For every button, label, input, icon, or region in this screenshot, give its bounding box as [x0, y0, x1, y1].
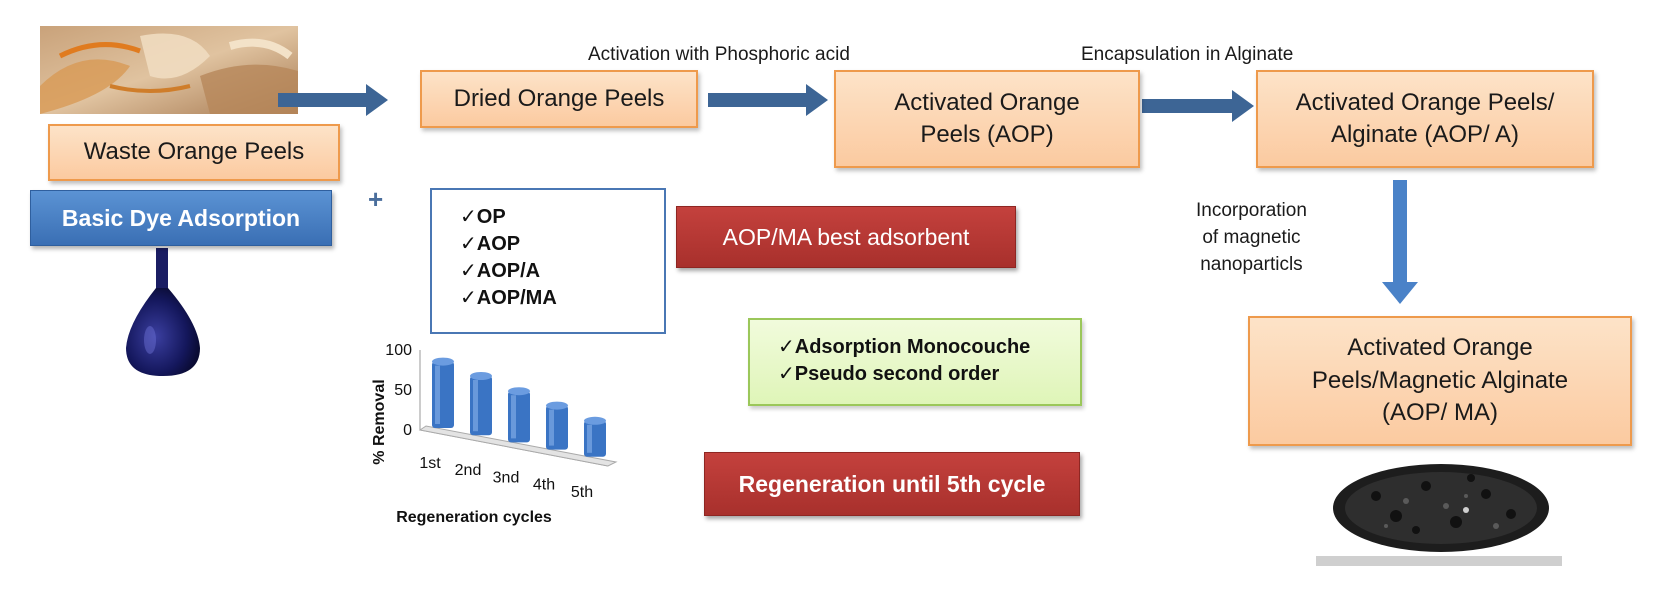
waste-orange-peels-box: Waste Orange Peels [48, 124, 340, 181]
incorporation-caption: Incorporation of magnetic nanoparticls [1196, 200, 1307, 275]
list-item: ✓OP [460, 206, 506, 228]
basic-dye-adsorption-box: Basic Dye Adsorption [30, 190, 332, 246]
x-axis-label: Regeneration cycles [396, 509, 552, 526]
bar-top [432, 357, 454, 366]
adsorbents-list: ✓OP ✓AOP ✓AOP/A ✓AOP/MA [430, 188, 666, 334]
x-tick-label: 4th [533, 477, 555, 494]
bar-top [470, 372, 492, 380]
arrow-dried-to-aop [708, 84, 828, 116]
x-tick-label: 5th [571, 484, 593, 501]
list-item: ✓AOP [460, 233, 521, 255]
bar-highlight [473, 380, 478, 432]
x-tick-label: 3nd [493, 469, 520, 486]
bar-top [584, 416, 606, 425]
dried-orange-peels-box: Dried Orange Peels [420, 70, 698, 128]
y-tick-label: 50 [394, 382, 412, 399]
aop-magnetic-alginate-box: Activated Orange Peels/Magnetic Alginate… [1248, 316, 1632, 446]
x-tick-label: 2nd [455, 462, 482, 479]
dye-flask-icon [118, 248, 208, 380]
bar-highlight [549, 409, 554, 446]
bar-highlight [435, 365, 440, 424]
bar-highlight [587, 424, 592, 453]
magnetic-beads-photo [1316, 456, 1562, 568]
encapsulation-caption: Encapsulation in Alginate [1081, 44, 1294, 65]
arrow-aop-to-aopa [1142, 90, 1254, 122]
list-item: ✓AOP/MA [460, 287, 557, 309]
list-item: ✓Adsorption Monocouche [778, 336, 1031, 358]
bar-highlight [511, 395, 516, 439]
regeneration-box: Regeneration until 5th cycle [704, 452, 1080, 516]
y-tick-label: 100 [385, 342, 412, 359]
list-item: ✓AOP/A [460, 260, 541, 282]
orange-peel-photo [40, 26, 298, 114]
aop-alginate-box: Activated Orange Peels/Alginate (AOP/ A) [1256, 70, 1594, 168]
y-axis-label: % Removal [371, 379, 388, 464]
x-tick-label: 1st [419, 455, 441, 472]
best-adsorbent-box: AOP/MA best adsorbent [676, 206, 1016, 268]
arrow-photo-to-dried [278, 84, 388, 116]
list-item: ✓Pseudo second order [778, 363, 1000, 385]
bar-top [508, 387, 530, 396]
y-tick-label: 0 [403, 422, 412, 439]
arrow-aopa-to-aopma [1382, 180, 1418, 304]
bar-top [546, 401, 568, 410]
plus-sign: + [368, 184, 384, 214]
adsorption-models-box: ✓Adsorption Monocouche ✓Pseudo second or… [748, 318, 1082, 406]
chart-floor [418, 425, 618, 467]
regeneration-chart: % Removal Regeneration cycles 100 50 0 1st 2… [371, 342, 618, 526]
activation-caption: Activation with Phosphoric acid [588, 44, 850, 65]
